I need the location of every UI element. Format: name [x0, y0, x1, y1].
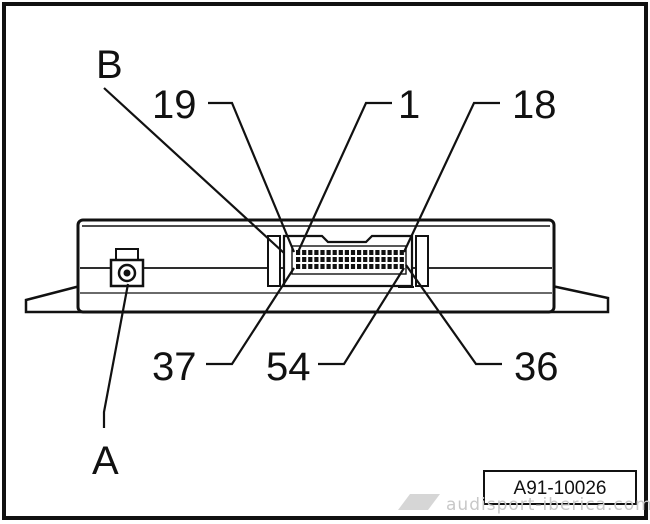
connector-latch-left [267, 235, 281, 287]
connector-pin [363, 264, 368, 269]
connector-pin [357, 250, 362, 255]
connector-pin [375, 250, 380, 255]
connector-pin [381, 257, 386, 262]
connector-pin [350, 264, 356, 269]
callout-pin-54: 54 [266, 345, 311, 389]
connector-pin [375, 257, 380, 262]
leader-19 [208, 101, 296, 253]
connector-pin [387, 250, 392, 255]
connector-pin [375, 264, 380, 269]
callout-pin-18: 18 [512, 83, 557, 127]
connector-pin [344, 264, 349, 269]
connector-pin [363, 250, 368, 255]
connector-pin [393, 250, 398, 255]
connector-pin [332, 250, 337, 255]
callout-pin-36: 36 [514, 345, 559, 389]
leader-A [102, 283, 130, 428]
connector-pin [320, 257, 325, 262]
connector-pin [314, 257, 319, 262]
connector-pin [393, 257, 398, 262]
connector-pin [387, 264, 392, 269]
connector-pin [326, 264, 331, 269]
connector-pin [308, 257, 313, 262]
callout-B: B [96, 43, 123, 87]
connector-pin [314, 250, 319, 255]
connector-pin [363, 257, 368, 262]
connector-pin [296, 257, 301, 262]
callout-pin-19: 19 [152, 83, 197, 127]
connector-pin [332, 257, 337, 262]
watermark: audisport-iberica.com [398, 494, 650, 515]
watermark-logo [398, 494, 440, 510]
connector-pin [302, 264, 307, 269]
connector-pin [399, 257, 404, 262]
connector-pin [296, 250, 301, 255]
connector-pin [344, 250, 349, 255]
connector-pin [308, 250, 313, 255]
leader-36 [405, 264, 502, 366]
connector-pin [326, 250, 331, 255]
connector-pin [344, 257, 349, 262]
connector-pin [338, 257, 343, 262]
watermark-text: audisport-iberica.com [446, 495, 650, 515]
connector-latch-right [415, 235, 429, 287]
connector-pin [387, 257, 392, 262]
callout-A: A [92, 439, 119, 483]
connector-pin [369, 257, 374, 262]
connector-pin [369, 250, 374, 255]
leader-37 [206, 267, 295, 366]
leader-lines [102, 87, 502, 428]
connector-pin [338, 250, 343, 255]
leader-54 [318, 267, 405, 366]
connector-54-pin [267, 234, 429, 288]
connector-pin [320, 250, 325, 255]
connector-pin [357, 257, 362, 262]
connector-pin [338, 264, 343, 269]
reference-box: A91-10026 [483, 470, 637, 505]
connector-pin [357, 264, 362, 269]
reference-number: A91-10026 [514, 478, 607, 499]
callout-pin-1: 1 [398, 83, 420, 127]
connector-pin [314, 264, 319, 269]
leader-1 [296, 101, 392, 253]
connector-pin [296, 264, 301, 269]
connector-pin [350, 250, 356, 255]
connector-pin [393, 264, 398, 269]
connector-pin [399, 264, 404, 269]
connector-pins [296, 250, 404, 269]
connector-pin [320, 264, 325, 269]
connector-pin [381, 264, 386, 269]
connector-pin [381, 250, 386, 255]
callout-pin-37: 37 [152, 345, 197, 389]
connector-pin [369, 264, 374, 269]
connector-pin [399, 250, 404, 255]
leader-18 [403, 101, 500, 253]
connector-pin [326, 257, 331, 262]
antenna-socket [109, 248, 145, 288]
connector-pin [308, 264, 313, 269]
connector-pin [350, 257, 356, 262]
connector-pin [302, 257, 307, 262]
connector-pin [302, 250, 307, 255]
connector-pin [332, 264, 337, 269]
leader-B [103, 87, 285, 254]
